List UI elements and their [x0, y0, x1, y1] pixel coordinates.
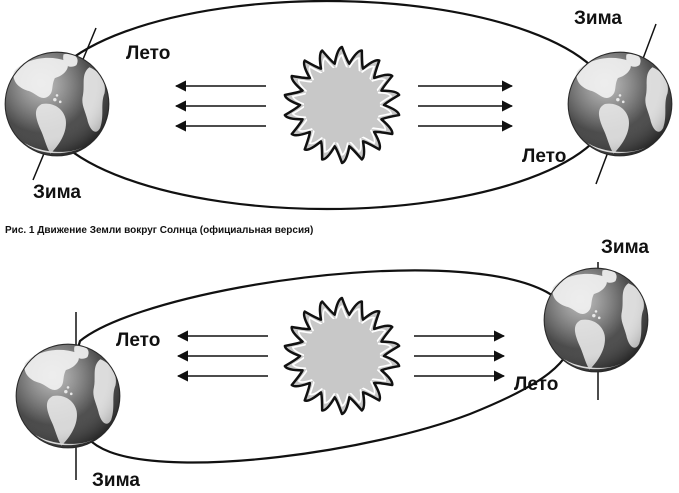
- sun-icon: [280, 293, 404, 419]
- label-winter-left: Зима: [92, 470, 140, 491]
- earth-globe-icon: [4, 27, 110, 181]
- earth-globe-icon: [543, 262, 649, 400]
- label-winter-right: Зима: [601, 237, 649, 258]
- sun-icon: [280, 42, 404, 168]
- earth-globe-icon: [567, 23, 673, 185]
- figure-2: Лето Зима Зима Лето: [15, 237, 649, 491]
- right-arrows: [414, 330, 506, 382]
- label-summer-left: Лето: [116, 330, 160, 351]
- right-arrows: [418, 80, 514, 132]
- label-summer-right: Лето: [522, 146, 566, 167]
- label-winter-right: Зима: [574, 8, 622, 29]
- figure-caption: Рис. 1 Движение Земли вокруг Солнца (офи…: [5, 224, 313, 236]
- label-summer-right: Лето: [514, 374, 558, 395]
- label-winter-left: Зима: [33, 182, 81, 203]
- label-summer-left: Лето: [126, 43, 170, 64]
- earth-globe-icon: [15, 312, 121, 480]
- orbit-path: [69, 269, 576, 464]
- left-arrows: [174, 80, 266, 132]
- left-arrows: [176, 330, 268, 382]
- figure-1: Лето Зима Зима Лето Рис. 1 Движение Земл…: [4, 0, 673, 236]
- sun-core: [304, 67, 380, 143]
- sun-core: [304, 318, 380, 394]
